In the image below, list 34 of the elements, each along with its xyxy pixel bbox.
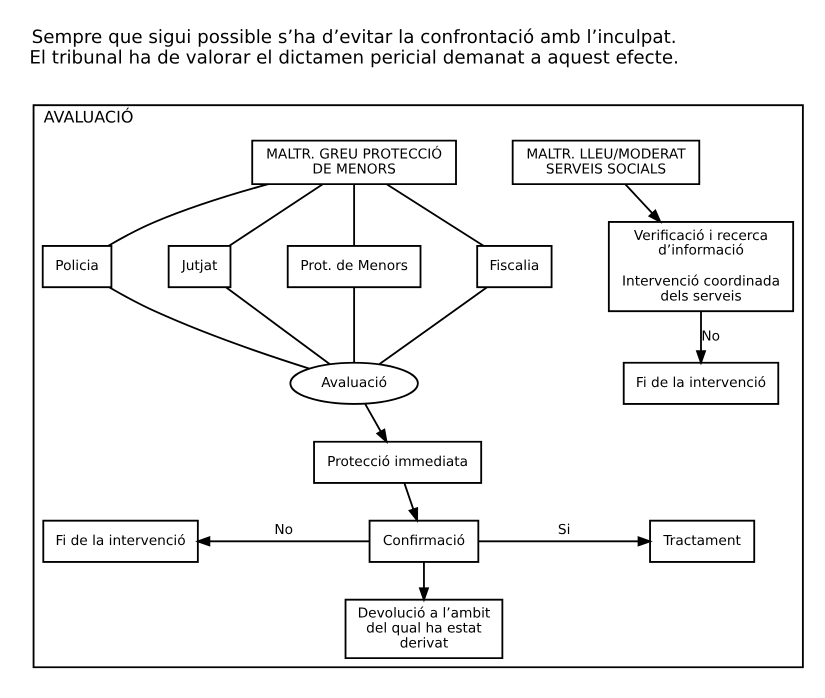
node-box: Verificació i recerca d’informació Intervenció coordinada dels serveis [608, 221, 794, 312]
arrow [418, 562, 430, 602]
connector [108, 286, 310, 370]
node-box: Prot. de Menors [286, 245, 422, 288]
node-box: Devolució a l’ambit del qual ha estat derivat [344, 598, 504, 660]
arrow [624, 184, 662, 224]
connector [353, 288, 356, 362]
node-box: MALTR. LLEU/MODERAT SERVEIS SOCIALS [512, 140, 700, 186]
node-box: Fi de la intervenció [42, 520, 199, 563]
connector [353, 184, 356, 246]
node-box: MALTR. GREU PROTECCIÓ DE MENORS [251, 140, 457, 186]
node-box: Jutjat [168, 245, 232, 288]
node-box: Fiscalia [476, 245, 552, 288]
node-ellipse: Avaluació [289, 362, 419, 405]
node-box: Fi de la intervenció [622, 362, 780, 405]
arrow [195, 536, 370, 547]
edge-label: No [274, 522, 294, 538]
connector [378, 286, 488, 366]
arrow [478, 536, 653, 547]
label: Sempre que sigui possible s’ha d’evitar la confrontació amb l’inculpat. [32, 27, 677, 48]
label: El tribunal ha de valorar el dictamen pericial demanat a aquest efecte. [29, 48, 679, 69]
node-box: Protecció immediata [313, 440, 482, 484]
arrow [364, 403, 388, 444]
edge-label: Si [558, 522, 570, 538]
arrow [404, 482, 418, 523]
connector [386, 183, 484, 247]
node-box: Policia [42, 245, 112, 288]
connector [228, 183, 324, 247]
edge-label: No [701, 328, 720, 345]
arrow [696, 311, 706, 366]
node-box: Confirmació [368, 520, 480, 563]
connector [226, 286, 330, 366]
node-box: Tractament [649, 520, 756, 563]
connector [108, 183, 269, 247]
